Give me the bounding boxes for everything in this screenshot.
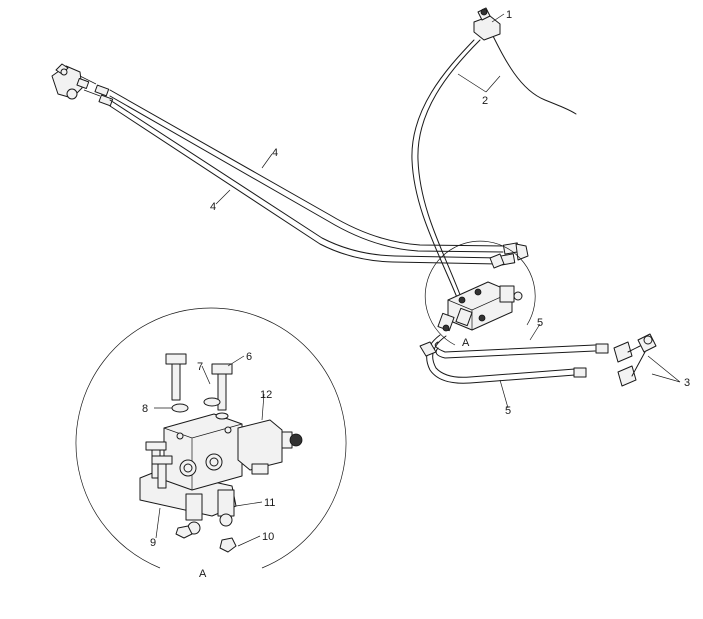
callout-12: 12: [260, 389, 272, 401]
leader-lines: [154, 13, 681, 547]
detail-view-circle: [75, 307, 347, 569]
detail-view-label: A: [199, 568, 207, 580]
callout-1: 1: [506, 9, 512, 21]
callout-10: 10: [262, 531, 274, 543]
callout-2: 2: [482, 95, 488, 107]
hoses-5: [419, 334, 609, 384]
callout-9: 9: [150, 537, 156, 549]
valve-assembly-small: [437, 253, 523, 332]
callout-4-upper: 4: [272, 147, 278, 159]
callout-5-upper: 5: [537, 317, 543, 329]
callout-8: 8: [142, 403, 148, 415]
callout-4-lower: 4: [210, 201, 216, 213]
detail-valve-block: [139, 353, 303, 553]
detail-marker-circle: [424, 240, 536, 346]
callout-5-lower: 5: [505, 405, 511, 417]
callout-3: 3: [684, 377, 690, 389]
detail-marker-label: A: [462, 337, 470, 349]
callout-7: 7: [197, 361, 203, 373]
callout-6: 6: [246, 351, 252, 363]
switch-1: [473, 7, 501, 41]
hoses-4: [109, 89, 529, 266]
left-fitting-block: [51, 63, 114, 107]
callout-11: 11: [264, 497, 275, 509]
tee-fittings-3: [613, 333, 657, 387]
